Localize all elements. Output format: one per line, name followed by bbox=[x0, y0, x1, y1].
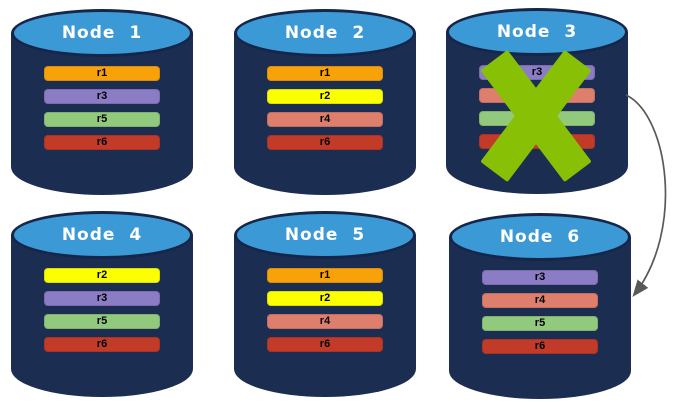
replica-row: r4 bbox=[267, 314, 383, 329]
replica-row-label: r6 bbox=[534, 340, 546, 352]
replica-row-label: r2 bbox=[96, 269, 108, 281]
node-title: Node 4 bbox=[61, 225, 143, 245]
node-3-cylinder: Node 3 r3 bbox=[446, 8, 628, 194]
replica-row-label: r3 bbox=[96, 292, 108, 304]
replica-row-label: r6 bbox=[319, 136, 331, 148]
node-title: Node 3 bbox=[496, 22, 578, 42]
replica-row: r3 bbox=[44, 291, 160, 306]
replica-row: r1 bbox=[44, 66, 160, 81]
replica-row-label: r6 bbox=[319, 338, 331, 350]
replica-row-label: r4 bbox=[319, 113, 331, 125]
cylinder-top bbox=[446, 8, 628, 56]
replica-row-list: r1 r2 r4 r6 bbox=[267, 66, 383, 150]
cylinder-top bbox=[11, 211, 193, 259]
replica-row-label: r1 bbox=[319, 269, 331, 281]
replica-row: r5 bbox=[482, 316, 598, 331]
arrow-curve bbox=[625, 94, 667, 298]
replica-row: r6 bbox=[44, 135, 160, 150]
replica-row-list: r1 r2 r4 r6 bbox=[267, 268, 383, 352]
replica-row-label: r3 bbox=[534, 271, 546, 283]
node-1-cylinder: Node 1 r1 r3 r5 r6 bbox=[11, 9, 193, 195]
replica-row-label: r1 bbox=[319, 67, 331, 79]
replica-row-list: r2 r3 r5 r6 bbox=[44, 268, 160, 352]
cylinder-top bbox=[11, 9, 193, 57]
replica-row-list: r1 r3 r5 r6 bbox=[44, 66, 160, 150]
replica-row: r6 bbox=[267, 135, 383, 150]
replica-row-label: r1 bbox=[96, 67, 108, 79]
replica-row: r3 bbox=[482, 270, 598, 285]
node-title: Node 2 bbox=[284, 23, 366, 43]
replica-row-label: r6 bbox=[96, 338, 108, 350]
replica-row: r4 bbox=[267, 112, 383, 127]
node-title: Node 1 bbox=[61, 23, 143, 43]
replica-row: r6 bbox=[267, 337, 383, 352]
replica-row-label: r5 bbox=[534, 317, 546, 329]
replica-row-label: r6 bbox=[96, 136, 108, 148]
replica-row: r2 bbox=[267, 291, 383, 306]
replica-row-label: r3 bbox=[96, 90, 108, 102]
replica-row: r2 bbox=[44, 268, 160, 283]
replica-row-label: r2 bbox=[319, 292, 331, 304]
node-4-cylinder: Node 4 r2 r3 r5 r6 bbox=[11, 211, 193, 397]
node-title: Node 5 bbox=[284, 225, 366, 245]
cylinder-top bbox=[234, 9, 416, 57]
failure-x-icon bbox=[481, 50, 591, 182]
replica-row-label: r5 bbox=[96, 113, 108, 125]
replica-row: r5 bbox=[44, 112, 160, 127]
replica-row: r6 bbox=[44, 337, 160, 352]
replica-row: r2 bbox=[267, 89, 383, 104]
cylinder-top bbox=[234, 211, 416, 259]
replica-row-label: r3 bbox=[531, 66, 543, 78]
replica-row: r5 bbox=[44, 314, 160, 329]
replica-row-list: r3 r4 r5 r6 bbox=[482, 270, 598, 354]
replica-row: r6 bbox=[482, 339, 598, 354]
node-title: Node 6 bbox=[499, 227, 581, 247]
replica-row-label: r5 bbox=[96, 315, 108, 327]
node-2-cylinder: Node 2 r1 r2 r4 r6 bbox=[234, 9, 416, 195]
replica-row: r1 bbox=[267, 66, 383, 81]
replica-row-label: r4 bbox=[319, 315, 331, 327]
node-6-cylinder: Node 6 r3 r4 r5 r6 bbox=[449, 213, 631, 399]
replica-row-label: r4 bbox=[534, 294, 546, 306]
replica-row: r1 bbox=[267, 268, 383, 283]
node-5-cylinder: Node 5 r1 r2 r4 r6 bbox=[234, 211, 416, 397]
replica-row: r3 bbox=[44, 89, 160, 104]
replica-row-label: r2 bbox=[319, 90, 331, 102]
replica-row: r4 bbox=[482, 293, 598, 308]
